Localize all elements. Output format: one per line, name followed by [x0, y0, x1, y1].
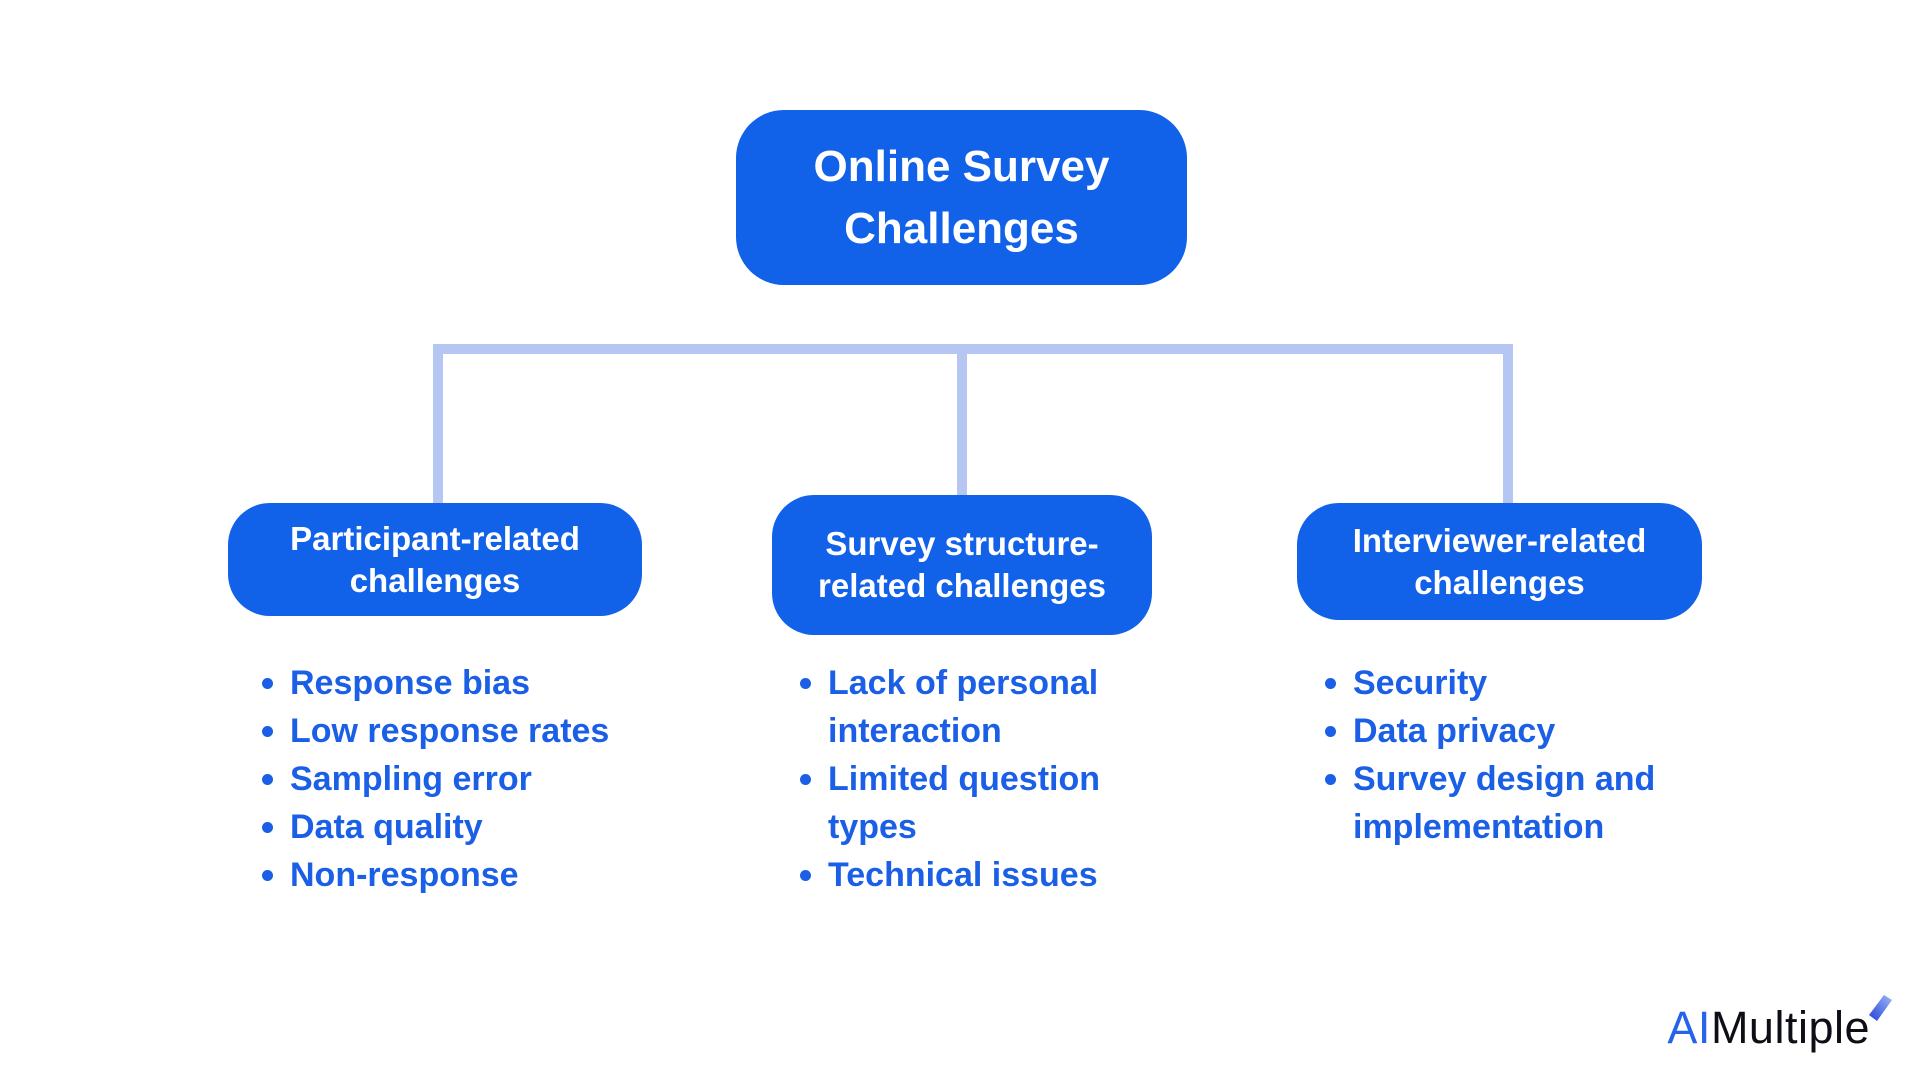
list-item: Technical issues [790, 851, 1112, 899]
list-item-label: Limited question types [828, 760, 1100, 846]
bullet-icon [1325, 678, 1336, 689]
bullet-icon [800, 678, 811, 689]
survey-structure-related-list: Lack of personal interaction Limited que… [790, 659, 1112, 899]
list-item: Non-response [252, 851, 644, 899]
bullet-icon [1325, 774, 1336, 785]
list-item-label: Survey design and implementation [1353, 760, 1656, 846]
logo-text-multiple: Multiple [1710, 1002, 1870, 1053]
connector-vertical-right [1503, 344, 1513, 505]
branch-node-label: Survey structure-related challenges [818, 525, 1106, 604]
root-node-label: Online Survey Challenges [813, 141, 1110, 253]
bullet-icon [800, 774, 811, 785]
logo-text-ai: AI [1667, 1002, 1711, 1053]
list-item: Security [1315, 659, 1687, 707]
bullet-icon [262, 870, 273, 881]
list-item-label: Low response rates [290, 712, 610, 750]
list-item-label: Data quality [290, 808, 483, 846]
list-item-label: Response bias [290, 664, 530, 702]
list-item: Response bias [252, 659, 644, 707]
list-item: Sampling error [252, 755, 644, 803]
list-item-label: Data privacy [1353, 712, 1556, 750]
branch-node-interviewer-related: Interviewer-related challenges [1297, 503, 1702, 620]
list-item: Data privacy [1315, 707, 1687, 755]
branch-node-label: Participant-related challenges [290, 519, 580, 599]
list-item-label: Security [1353, 664, 1488, 702]
branch-node-survey-structure-related: Survey structure-related challenges [772, 495, 1152, 635]
branch-node-label: Interviewer-related challenges [1352, 521, 1647, 601]
list-item: Data quality [252, 803, 644, 851]
bullet-icon [262, 678, 273, 689]
lightning-bolt-icon [1869, 995, 1892, 1021]
root-node-online-survey-challenges: Online Survey Challenges [736, 110, 1187, 285]
bullet-icon [262, 822, 273, 833]
list-item-label: Sampling error [290, 760, 532, 798]
list-item: Survey design and implementation [1315, 755, 1687, 851]
interviewer-related-list: Security Data privacy Survey design and … [1315, 659, 1687, 851]
bullet-icon [1325, 726, 1336, 737]
participant-related-list: Response bias Low response rates Samplin… [252, 659, 644, 899]
connector-vertical-left [433, 344, 443, 505]
branch-node-participant-related: Participant-related challenges [228, 503, 642, 616]
list-item: Limited question types [790, 755, 1112, 851]
bullet-icon [800, 870, 811, 881]
connector-vertical-middle [957, 344, 967, 497]
bullet-icon [262, 726, 273, 737]
connector-horizontal-line [433, 344, 1513, 354]
list-item: Low response rates [252, 707, 644, 755]
list-item: Lack of personal interaction [790, 659, 1112, 755]
bullet-icon [262, 774, 273, 785]
list-item-label: Lack of personal interaction [828, 664, 1099, 750]
list-item-label: Technical issues [828, 856, 1098, 894]
list-item-label: Non-response [290, 856, 519, 894]
